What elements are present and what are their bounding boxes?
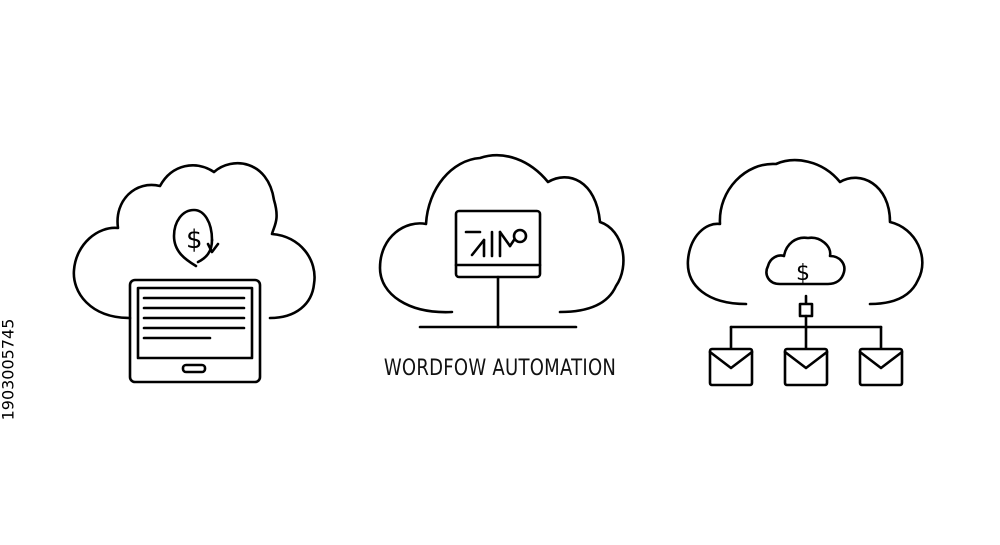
dollar-cloud-icon — [765, 236, 846, 286]
envelope-icon — [858, 347, 904, 387]
envelope-icon — [708, 347, 754, 387]
dollar-refresh-icon — [172, 208, 214, 268]
cloud-email-distribution-icon: $ — [686, 158, 924, 387]
cloud-tablet-payment-icon: $ — [72, 161, 316, 384]
dollar-sign: $ — [796, 261, 810, 286]
cloud-outline — [378, 154, 625, 314]
tablet-body — [128, 278, 262, 384]
caption-label: WORDFOW AUTOMATION — [383, 356, 617, 381]
tablet-home-button — [181, 363, 207, 374]
dollar-sign: $ — [186, 225, 203, 255]
cloud-outline — [72, 161, 316, 320]
stock-id-label: 1903005745 — [0, 318, 18, 421]
envelope-icon — [783, 347, 829, 387]
cloud-monitor-workflow-icon — [378, 154, 625, 329]
tablet-screen — [136, 286, 254, 360]
monitor-body — [454, 209, 542, 279]
cloud-outline — [686, 158, 924, 306]
